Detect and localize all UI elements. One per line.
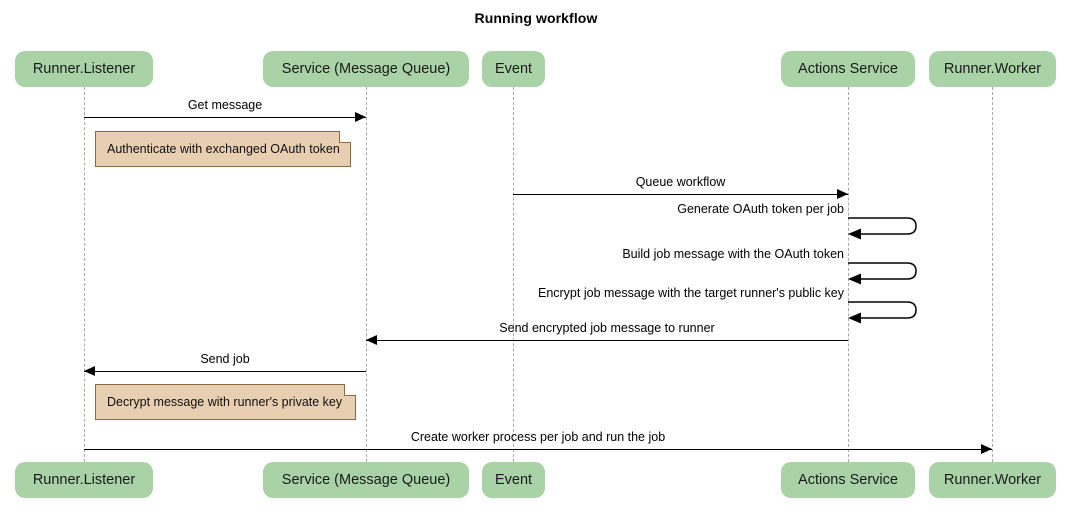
message-label-send-job: Send job — [200, 352, 250, 366]
participant-event-bottom[interactable]: Event — [482, 462, 545, 498]
participant-runner-listener-top[interactable]: Runner.Listener — [15, 51, 153, 87]
lifeline-service-mq — [366, 87, 367, 462]
participant-runner-listener-bottom[interactable]: Runner.Listener — [15, 462, 153, 498]
participant-label: Service (Message Queue) — [281, 472, 451, 488]
arrowhead-queue-workflow — [837, 189, 848, 199]
participant-runner-worker-top[interactable]: Runner.Worker — [929, 51, 1056, 87]
participant-actions-service-bottom[interactable]: Actions Service — [781, 462, 915, 498]
note-decrypt: Decrypt message with runner's private ke… — [95, 384, 356, 420]
note-label: Authenticate with exchanged OAuth token — [107, 142, 340, 156]
message-label-get-message: Get message — [187, 98, 263, 112]
participant-runner-worker-bottom[interactable]: Runner.Worker — [929, 462, 1056, 498]
note-authenticate: Authenticate with exchanged OAuth token — [95, 131, 351, 167]
participant-label: Runner.Worker — [943, 61, 1042, 77]
participant-label: Service (Message Queue) — [281, 61, 451, 77]
message-line-send-job — [84, 371, 366, 372]
message-label-encrypt-job: Encrypt job message with the target runn… — [537, 286, 844, 300]
diagram-title: Running workflow — [474, 10, 598, 26]
selfloop-encrypt-job — [848, 301, 922, 329]
lifeline-actions-service — [848, 87, 849, 462]
participant-label: Event — [494, 61, 533, 77]
participant-label: Event — [494, 472, 533, 488]
message-label-send-encrypted-job: Send encrypted job message to runner — [499, 321, 715, 335]
selfloop-build-job-message — [848, 262, 922, 290]
participant-label: Runner.Listener — [32, 61, 136, 77]
message-line-queue-workflow — [513, 194, 848, 195]
arrowhead-send-job — [84, 366, 95, 376]
lifeline-runner-listener — [84, 87, 85, 462]
participant-label: Actions Service — [798, 61, 898, 77]
message-label-generate-token: Generate OAuth token per job — [677, 202, 844, 216]
selfloop-generate-token — [848, 217, 922, 245]
message-label-build-job-message: Build job message with the OAuth token — [622, 247, 844, 261]
participant-label: Runner.Listener — [32, 472, 136, 488]
note-fold-corner-icon — [339, 131, 351, 143]
participant-service-mq-top[interactable]: Service (Message Queue) — [263, 51, 469, 87]
message-line-send-encrypted-job — [366, 340, 848, 341]
lifeline-event — [513, 87, 514, 462]
participant-service-mq-bottom[interactable]: Service (Message Queue) — [263, 462, 469, 498]
participant-label: Actions Service — [798, 472, 898, 488]
participant-actions-service-top[interactable]: Actions Service — [781, 51, 915, 87]
participant-label: Runner.Worker — [943, 472, 1042, 488]
lifeline-runner-worker — [992, 87, 993, 462]
message-line-create-worker — [84, 449, 992, 450]
message-label-create-worker: Create worker process per job and run th… — [410, 430, 666, 444]
arrowhead-get-message — [355, 112, 366, 122]
participant-event-top[interactable]: Event — [482, 51, 545, 87]
message-line-get-message — [84, 117, 366, 118]
note-fold-corner-icon — [344, 384, 356, 396]
arrowhead-create-worker — [981, 444, 992, 454]
message-label-queue-workflow: Queue workflow — [635, 175, 726, 189]
note-label: Decrypt message with runner's private ke… — [107, 395, 343, 409]
arrowhead-send-encrypted-job — [366, 335, 377, 345]
